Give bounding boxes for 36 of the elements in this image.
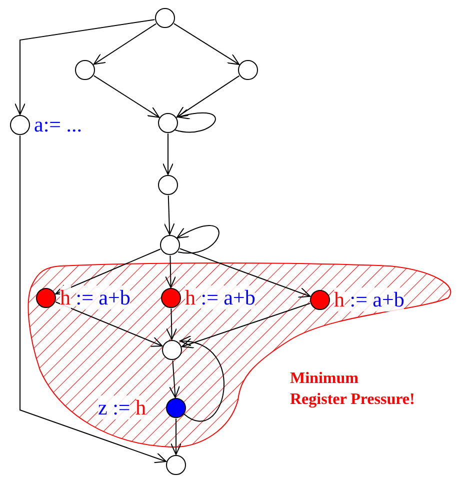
node-circle: [158, 175, 178, 195]
node-circle: [75, 60, 95, 80]
self-loop-arrow: [174, 109, 216, 133]
arrow: [20, 135, 167, 464]
node-circle: [10, 115, 30, 135]
arrow: [176, 75, 240, 118]
arrow: [179, 248, 311, 298]
assignment-text: h: [185, 286, 196, 310]
node-circle: [160, 235, 180, 255]
self-loop-arrow: [176, 225, 220, 254]
arrow: [166, 308, 178, 340]
node-circle: [238, 60, 258, 80]
assignment-text: h: [60, 286, 70, 310]
assignment-text: h: [136, 396, 146, 420]
node-circle: [158, 113, 178, 133]
arrow: [55, 302, 163, 347]
arrow: [181, 302, 311, 348]
node-circle: [166, 455, 186, 475]
arrow: [169, 360, 180, 398]
arrow: [170, 418, 182, 455]
assignment-text: := a+b: [200, 286, 256, 310]
assignment-text: z :=: [98, 396, 130, 420]
arrow: [173, 23, 240, 65]
assignment-text: := a+b: [76, 286, 130, 310]
arrow: [93, 23, 157, 65]
arrow: [164, 195, 175, 235]
node-circle: [155, 8, 175, 28]
arrow: [180, 336, 224, 422]
assignment-text: := a+b: [350, 288, 404, 312]
arrow: [93, 75, 160, 118]
arrow: [14, 19, 156, 115]
arrow: [55, 248, 161, 295]
arrow: [165, 255, 176, 288]
region-note: Minimum Register Pressure!: [290, 369, 416, 410]
assignment-text: h: [334, 288, 344, 312]
arrow: [162, 133, 174, 175]
